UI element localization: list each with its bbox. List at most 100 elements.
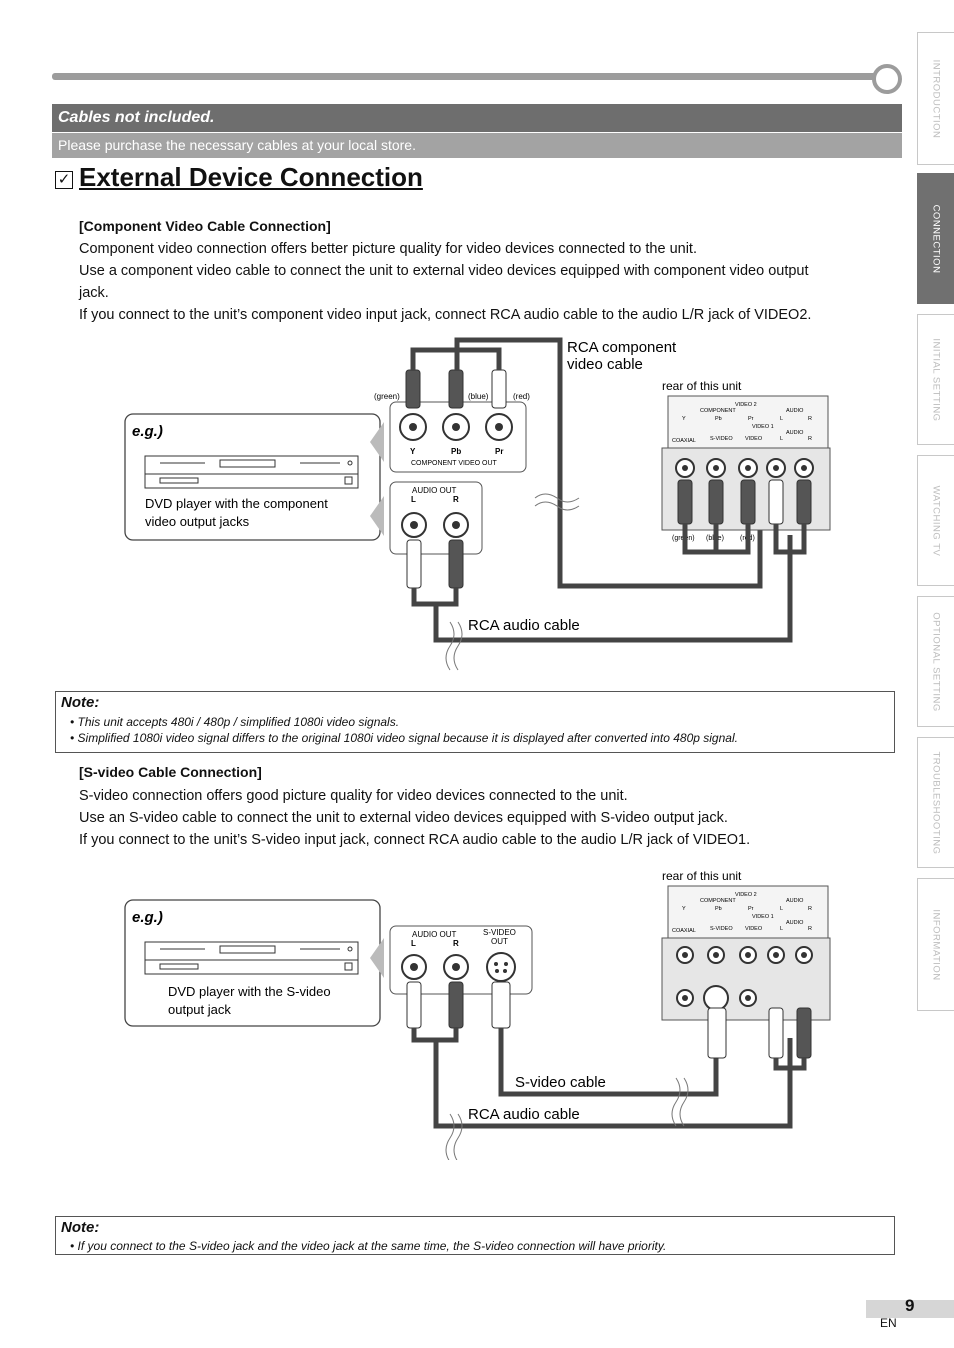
svg-text:VIDEO 1: VIDEO 1 <box>752 424 774 430</box>
header-circle-ornament <box>872 64 902 94</box>
checkbox-icon: ✓ <box>55 171 73 189</box>
header-rule <box>52 73 882 80</box>
svg-text:R: R <box>808 906 812 912</box>
svg-text:L: L <box>780 416 783 422</box>
red-label: (red) <box>513 392 530 401</box>
callout-arrow-bottom <box>370 496 384 536</box>
page-number: 9 <box>905 1296 915 1315</box>
svg-text:Y: Y <box>682 906 686 912</box>
svg-text:VIDEO 2: VIDEO 2 <box>735 402 757 408</box>
component-paragraph: Component video connection offers better… <box>79 241 812 323</box>
tab-introduction[interactable]: INTRODUCTION <box>917 32 954 165</box>
rca-component-label-1: RCA component <box>567 339 677 356</box>
tab-optional-setting[interactable]: OPTIONAL SETTING <box>917 596 954 727</box>
svg-text:COAXIAL: COAXIAL <box>672 438 696 444</box>
dvd-caption-line-1: DVD player with the component <box>145 496 328 511</box>
audio-l-label: L <box>411 495 416 504</box>
pr-label: Pr <box>495 447 503 456</box>
rca-audio-cable <box>411 535 793 643</box>
svg-text:Pb: Pb <box>715 416 722 422</box>
svg-text:L: L <box>411 939 416 948</box>
rear-panel-plugs <box>677 479 812 525</box>
svg-text:L: L <box>780 926 783 932</box>
tab-connection[interactable]: CONNECTION <box>917 173 954 304</box>
rear-of-unit-label: rear of this unit <box>662 379 742 393</box>
rear-panel-top-jacks <box>675 458 814 478</box>
note-title: Note: <box>61 694 100 711</box>
page-title: ✓External Device Connection <box>55 162 423 193</box>
rca-audio-label: RCA audio cable <box>468 617 580 634</box>
svg-text:VIDEO: VIDEO <box>745 926 763 932</box>
callout-arrow <box>370 938 384 978</box>
language-code: EN <box>880 1316 897 1330</box>
svg-text:VIDEO 1: VIDEO 1 <box>752 914 774 920</box>
note-title: Note: <box>61 1219 100 1236</box>
svg-text:L: L <box>780 436 783 442</box>
tab-information[interactable]: INFORMATION <box>917 878 954 1011</box>
svg-text:VIDEO: VIDEO <box>745 436 763 442</box>
rca-audio-label: RCA audio cable <box>468 1106 580 1123</box>
svg-text:S-VIDEO: S-VIDEO <box>710 926 733 932</box>
svg-text:R: R <box>808 436 812 442</box>
svg-text:Pr: Pr <box>748 416 754 422</box>
tab-troubleshooting[interactable]: TROUBLESHOOTING <box>917 737 954 868</box>
svg-text:Pr: Pr <box>748 906 754 912</box>
callout-arrow-top <box>370 422 384 462</box>
note-box-2: Note: • If you connect to the S-video ja… <box>55 1216 895 1255</box>
note-box-1: Note: • This unit accepts 480i / 480p / … <box>55 691 895 753</box>
cables-not-included-banner: Cables not included. <box>52 104 902 132</box>
svg-text:S-VIDEO: S-VIDEO <box>710 436 733 442</box>
svideo-connection-diagram: e.g.) DVD player with the S-video output… <box>124 869 831 1160</box>
component-connection-diagram: e.g.) DVD player with the component vide… <box>124 337 831 671</box>
svg-text:COMPONENT: COMPONENT <box>700 408 736 414</box>
component-heading: [Component Video Cable Connection] <box>79 218 331 234</box>
svg-text:R: R <box>808 416 812 422</box>
svg-text:Y: Y <box>682 416 686 422</box>
audio-plug-l <box>406 539 422 589</box>
page-number-bar <box>866 1300 954 1318</box>
svg-text:AUDIO: AUDIO <box>786 920 804 926</box>
svg-text:AUDIO: AUDIO <box>786 430 804 436</box>
rear-panel-labels <box>667 395 829 449</box>
svg-text:VIDEO 2: VIDEO 2 <box>735 892 757 898</box>
dvd-player-icon <box>144 455 359 489</box>
svg-text:COAXIAL: COAXIAL <box>672 928 696 934</box>
audio-out-label: AUDIO OUT <box>412 930 457 939</box>
svg-text:COMPONENT: COMPONENT <box>700 898 736 904</box>
dvd-caption-line-1: DVD player with the S-video <box>168 984 331 999</box>
svideo-out-label-2: OUT <box>491 937 508 946</box>
tab-initial-setting[interactable]: INITIAL SETTING <box>917 314 954 445</box>
eg-label: e.g.) <box>132 909 163 926</box>
audio-plug-r <box>448 539 464 589</box>
dvd-player-icon <box>144 941 359 975</box>
rca-audio-cable <box>411 1028 793 1129</box>
svideo-cable <box>498 1028 719 1097</box>
note-item: • If you connect to the S-video jack and… <box>70 1239 667 1253</box>
component-video-out-label: COMPONENT VIDEO OUT <box>411 460 498 467</box>
audio-out-label: AUDIO OUT <box>412 486 457 495</box>
svg-text:R: R <box>808 926 812 932</box>
svideo-paragraph: S-video connection offers good picture q… <box>79 788 751 848</box>
component-cable <box>410 337 763 589</box>
note-item: • Simplified 1080i video signal differs … <box>70 731 738 745</box>
note-item: • This unit accepts 480i / 480p / simpli… <box>70 715 400 729</box>
svg-text:AUDIO: AUDIO <box>786 408 804 414</box>
svideo-jack <box>486 952 516 982</box>
purchase-cables-notice: Please purchase the necessary cables at … <box>52 133 902 158</box>
svideo-heading: [S-video Cable Connection] <box>79 764 262 780</box>
rear-of-unit-label: rear of this unit <box>662 869 742 883</box>
svideo-plug <box>491 981 511 1029</box>
eg-label: e.g.) <box>132 423 163 440</box>
svg-text:AUDIO: AUDIO <box>786 898 804 904</box>
svideo-out-label-1: S-VIDEO <box>483 928 516 937</box>
component-jacks <box>399 413 513 441</box>
cable-break-mark <box>534 493 580 511</box>
green-label: (green) <box>374 392 400 401</box>
tab-watching-tv[interactable]: WATCHING TV <box>917 455 954 586</box>
audio-cable-break <box>445 621 463 671</box>
audio-r-label: R <box>453 495 459 504</box>
blue-label: (blue) <box>468 392 489 401</box>
rca-component-label-2: video cable <box>567 356 643 373</box>
dvd-caption-line-2: video output jacks <box>145 514 250 529</box>
dvd-caption-line-2: output jack <box>168 1002 231 1017</box>
